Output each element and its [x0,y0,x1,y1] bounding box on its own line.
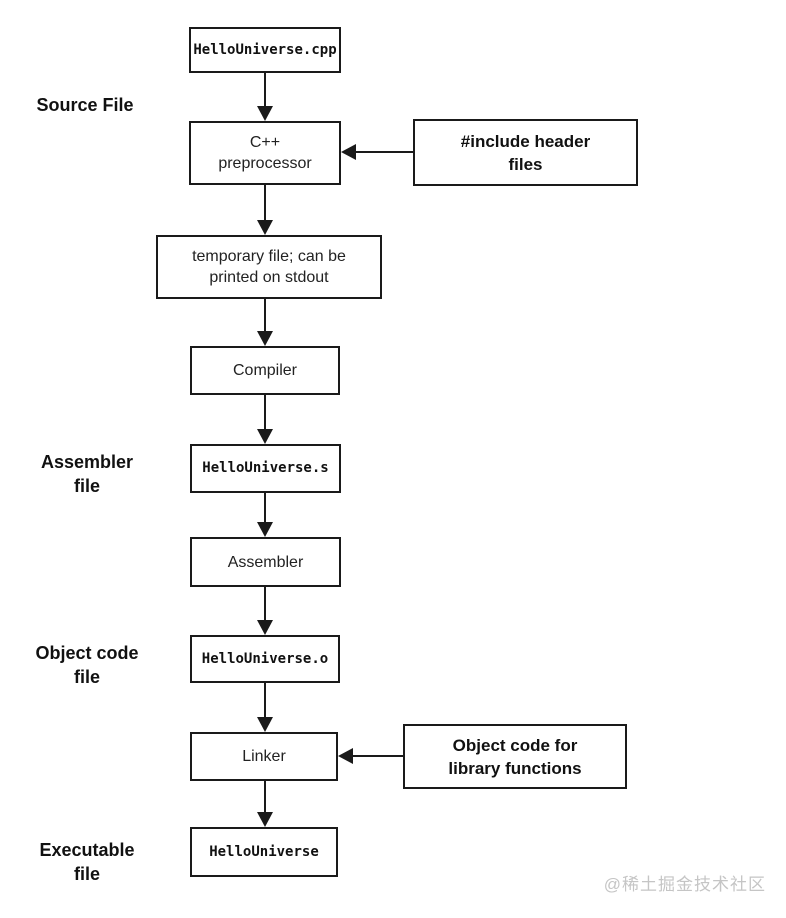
arrow-down-icon [257,106,273,121]
arrow-line [353,755,403,757]
label-source-file: Source File [36,95,134,115]
arrow-line [264,683,266,718]
watermark-text: @稀土掘金技术社区 [603,875,766,894]
node-library-object-code: Object code for library functions [403,724,627,789]
node-assembly-file: HelloUniverse.s [190,444,341,493]
node-source-file-label: HelloUniverse.cpp [193,41,337,58]
node-linker-label: Linker [242,748,286,765]
node-compiler: Compiler [190,346,340,395]
node-cpp-preprocessor: C++ preprocessor [189,121,341,185]
arrow-line [264,185,266,221]
label-object-code-file: Object code file [35,643,139,687]
arrow-down-icon [257,331,273,346]
arrow-down-icon [257,812,273,827]
node-executable-label: HelloUniverse [209,843,319,860]
arrow-down-icon [257,522,273,537]
node-cpp-preprocessor-label: C++ preprocessor [218,134,312,172]
node-object-file-label: HelloUniverse.o [201,650,329,667]
node-assembly-file-label: HelloUniverse.s [202,460,329,476]
label-assembler-file: Assembler file [40,452,134,496]
node-assembler: Assembler [190,537,341,587]
arrow-line [264,587,266,621]
arrow-down-icon [257,717,273,732]
label-executable-file: Executable file [39,840,135,884]
node-include-header-files: #include header files [413,119,638,186]
arrow-line [264,781,266,813]
arrow-left-icon [341,144,356,160]
node-source-file: HelloUniverse.cpp [189,27,341,73]
node-executable: HelloUniverse [190,827,338,877]
node-linker: Linker [190,732,338,781]
arrow-line [264,395,266,430]
node-temporary-file: temporary file; can be printed on stdout [156,235,382,299]
arrow-down-icon [257,620,273,635]
arrow-left-icon [338,748,353,764]
node-library-object-code-label: Object code for library functions [448,735,582,778]
node-include-header-files-label: #include header files [460,131,591,174]
node-compiler-label: Compiler [232,362,297,379]
arrow-line [264,73,266,107]
arrow-down-icon [257,429,273,444]
arrow-line [356,151,413,153]
arrow-line [264,493,266,523]
node-object-file: HelloUniverse.o [190,635,340,683]
arrow-down-icon [257,220,273,235]
node-assembler-label: Assembler [227,553,304,571]
arrow-line [264,299,266,332]
node-temporary-file-label: temporary file; can be printed on stdout [192,248,346,286]
